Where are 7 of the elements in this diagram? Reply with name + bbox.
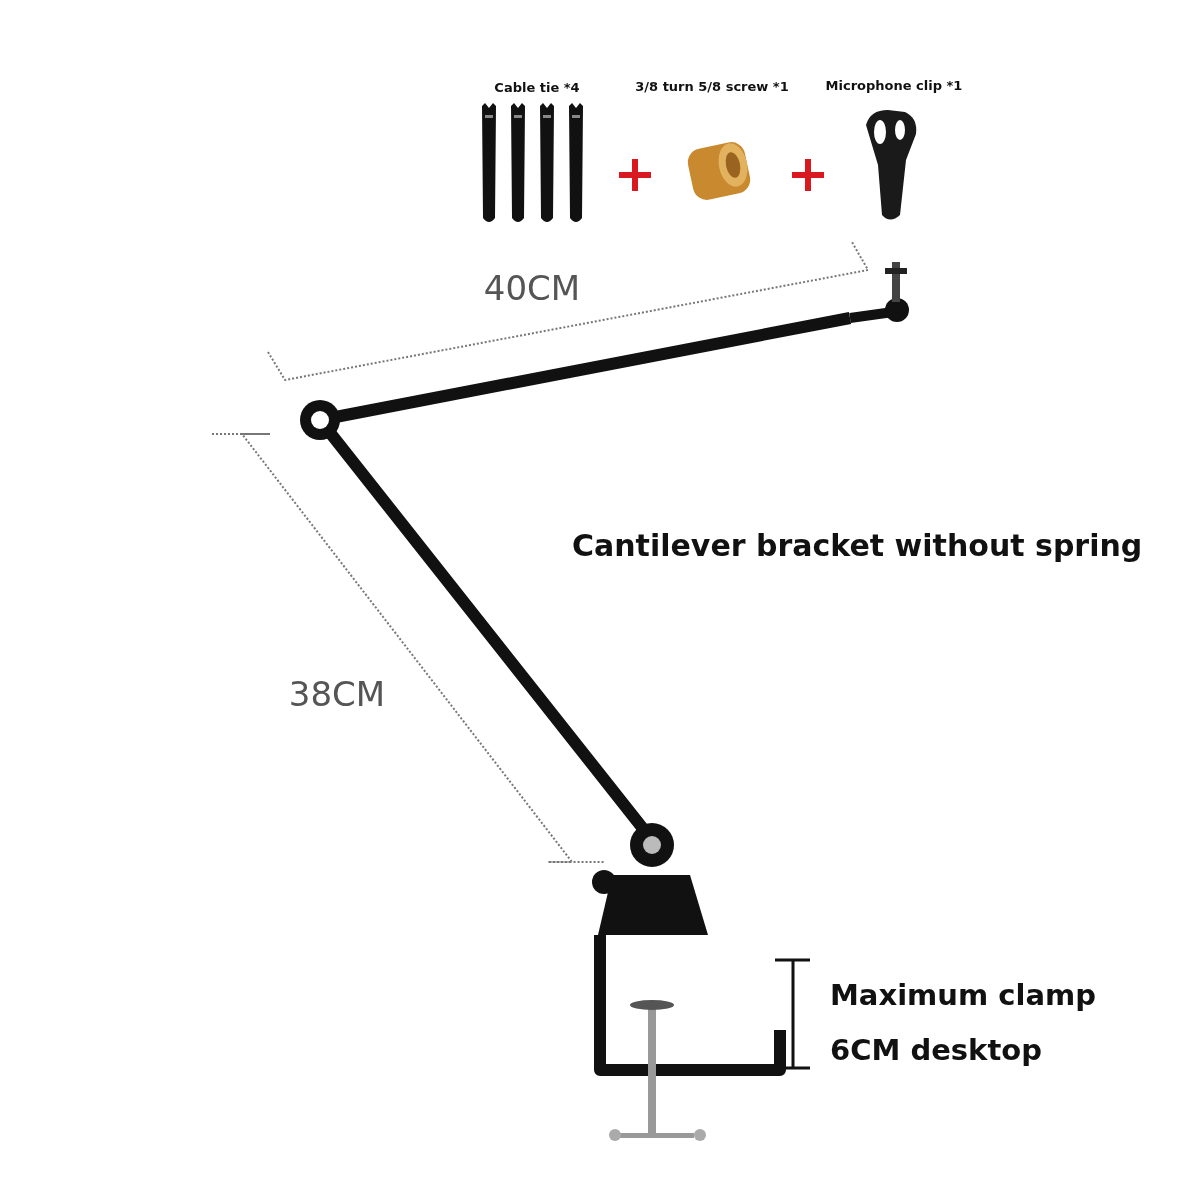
item-label: Cable tie *4 bbox=[494, 80, 580, 96]
item-label: 3/8 turn 5/8 screw *1 bbox=[635, 79, 789, 95]
item-label: Microphone clip *1 bbox=[825, 78, 963, 94]
dimension-label: 40CM bbox=[483, 268, 581, 309]
dimension-label: 38CM bbox=[288, 674, 386, 715]
product-title: Cantilever bracket without spring bbox=[572, 528, 1143, 564]
clamp-note: Maximum clamp 6CM desktop bbox=[830, 977, 1097, 1069]
